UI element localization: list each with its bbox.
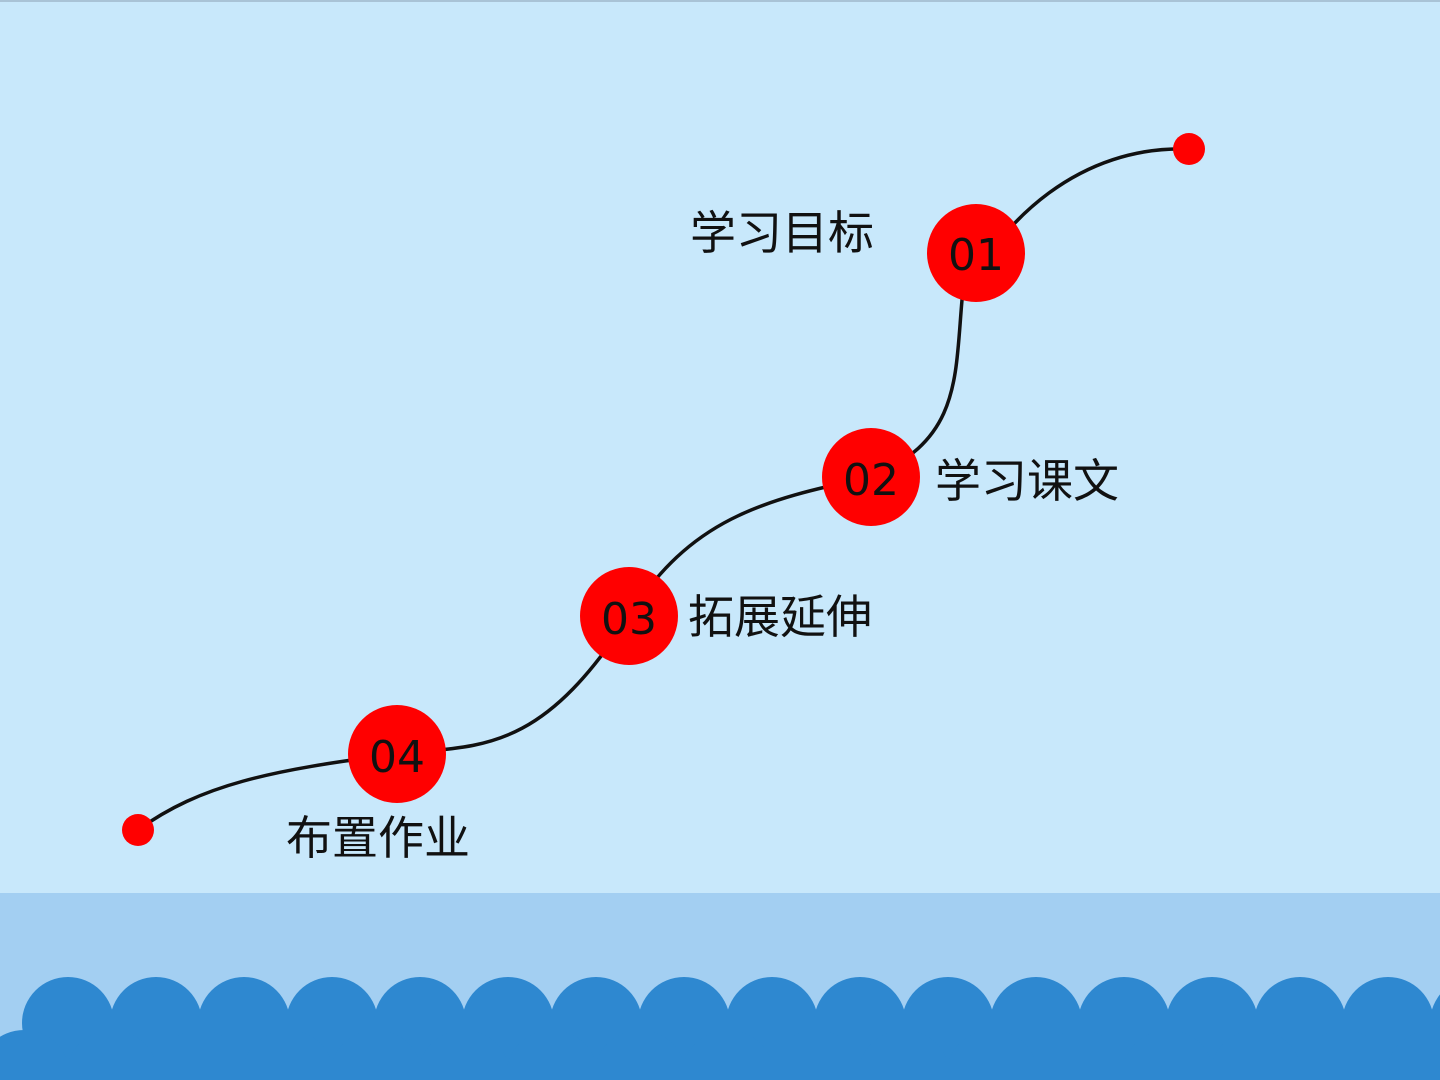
- step-label-02[interactable]: 学习课文: [935, 454, 1119, 508]
- step-number: 04: [369, 732, 425, 783]
- wave-decoration: [0, 977, 1440, 1080]
- step-node-04[interactable]: 04: [348, 705, 446, 803]
- step-label-04[interactable]: 布置作业: [286, 811, 470, 865]
- wave-scallop: [1210, 1030, 1302, 1080]
- path-end-dot: [1173, 133, 1205, 165]
- step-label-03[interactable]: 拓展延伸: [688, 590, 872, 644]
- wave-scallop: [66, 1030, 158, 1080]
- wave-scallop: [1122, 1030, 1214, 1080]
- step-circle: [348, 705, 446, 803]
- step-node-01[interactable]: 01: [927, 204, 1025, 302]
- path-start-dot: [122, 814, 154, 846]
- wave-scallop: [330, 1030, 422, 1080]
- wave-scallop: [418, 1030, 510, 1080]
- wave-scallop: [858, 1030, 950, 1080]
- step-number: 03: [601, 594, 657, 645]
- wave-scallop: [1386, 1030, 1440, 1080]
- wave-scallop: [506, 1030, 598, 1080]
- step-label-01[interactable]: 学习目标: [690, 206, 874, 260]
- step-number: 02: [843, 455, 899, 506]
- step-node-03[interactable]: 03: [580, 567, 678, 665]
- wave-scallop: [594, 1030, 686, 1080]
- step-number: 01: [948, 230, 1004, 281]
- step-circle: [927, 204, 1025, 302]
- wave-scallop: [1298, 1030, 1390, 1080]
- wave-scallop: [242, 1030, 334, 1080]
- step-node-02[interactable]: 02: [822, 428, 920, 526]
- wave-row-front: [0, 1030, 1440, 1080]
- wave-scallop: [946, 1030, 1038, 1080]
- top-border: [0, 0, 1440, 2]
- wave-scallop: [770, 1030, 862, 1080]
- step-circle: [822, 428, 920, 526]
- step-circle: [580, 567, 678, 665]
- wave-scallop: [0, 1030, 70, 1080]
- wave-scallop: [1034, 1030, 1126, 1080]
- wave-scallop: [154, 1030, 246, 1080]
- wave-scallop: [682, 1030, 774, 1080]
